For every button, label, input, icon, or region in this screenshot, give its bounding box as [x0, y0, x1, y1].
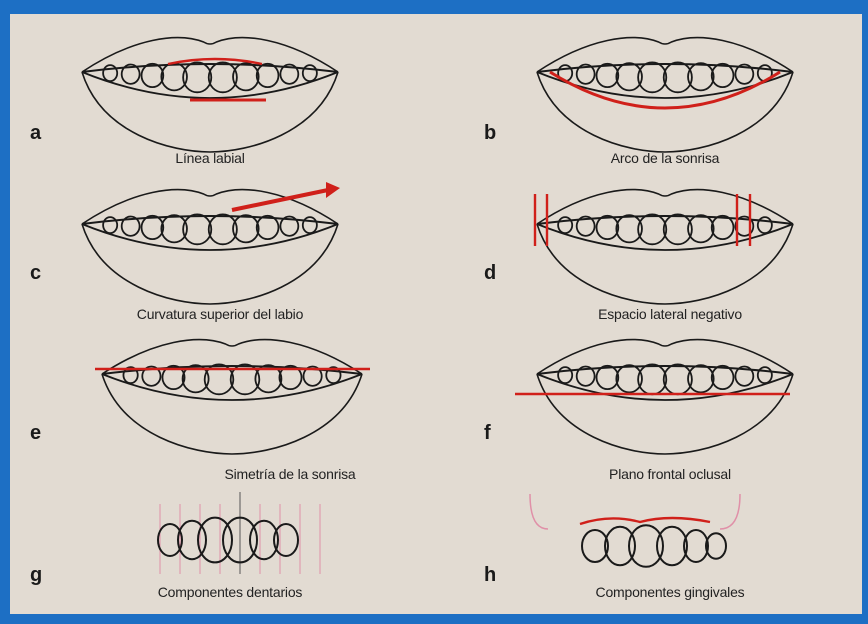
tooth-h-1 [605, 527, 635, 565]
mouth-f [537, 340, 793, 454]
tooth-f-2 [597, 366, 619, 389]
mouth-a [82, 38, 338, 152]
gingival-line [580, 518, 710, 524]
mouth-c [82, 190, 338, 304]
panel-letter-c: c [30, 262, 41, 285]
upper-lip-b [537, 38, 793, 72]
tooth-a-9 [303, 65, 317, 81]
tooth-f-7 [712, 366, 734, 389]
tooth-c-0 [103, 217, 117, 233]
upper-lip-curvature-arrow [232, 190, 328, 210]
dental-components-diagram [158, 492, 320, 574]
tooth-c-2 [142, 216, 164, 239]
caption-espacio-lateral: Espacio lateral negativo [598, 306, 742, 322]
tooth-c-9 [303, 217, 317, 233]
upper-lip-a [82, 38, 338, 72]
panel-letter-b: b [484, 122, 496, 145]
mouth-e [102, 340, 362, 454]
panel-letter-a: a [30, 122, 41, 145]
tooth-f-0 [558, 367, 572, 383]
caption-linea-labial: Línea labial [175, 150, 244, 166]
panel-letter-e: e [30, 422, 41, 445]
panel-letter-d: d [484, 262, 496, 285]
tooth-c-7 [257, 216, 279, 239]
gingiva-right [720, 494, 740, 529]
smile-arc-marker [550, 72, 780, 108]
tooth-d-7 [712, 216, 734, 239]
panel-letter-h: h [484, 564, 496, 587]
gingiva-left [530, 494, 548, 529]
upper-lip-d [537, 190, 793, 224]
tooth-d-2 [597, 216, 619, 239]
caption-componentes-dentarios: Componentes dentarios [158, 584, 302, 600]
caption-componentes-gingivales: Componentes gingivales [596, 584, 745, 600]
gingival-components-diagram [530, 494, 740, 567]
caption-simetria-sonrisa: Simetría de la sonrisa [225, 466, 356, 482]
tooth-f-9 [758, 367, 772, 383]
tooth-d-9 [758, 217, 772, 233]
tooth-a-7 [257, 64, 279, 87]
tooth-b-2 [597, 64, 619, 87]
panel-letter-g: g [30, 564, 42, 587]
tooth-b-7 [712, 64, 734, 87]
mouth-b [537, 38, 793, 152]
caption-curvatura-labio: Curvatura superior del labio [137, 306, 303, 322]
panel-letter-f: f [484, 422, 491, 445]
tooth-d-0 [558, 217, 572, 233]
tooth-h-3 [657, 527, 687, 565]
upper-lip-f [537, 340, 793, 374]
mouth-d [537, 190, 793, 304]
tooth-a-2 [142, 64, 164, 87]
figure-panel: a b c d e f g h Línea labial Arco de la … [10, 14, 862, 614]
caption-arco-sonrisa: Arco de la sonrisa [611, 150, 719, 166]
tooth-a-0 [103, 65, 117, 81]
caption-plano-oclusal: Plano frontal oclusal [609, 466, 731, 482]
arrowhead-icon [326, 182, 340, 198]
